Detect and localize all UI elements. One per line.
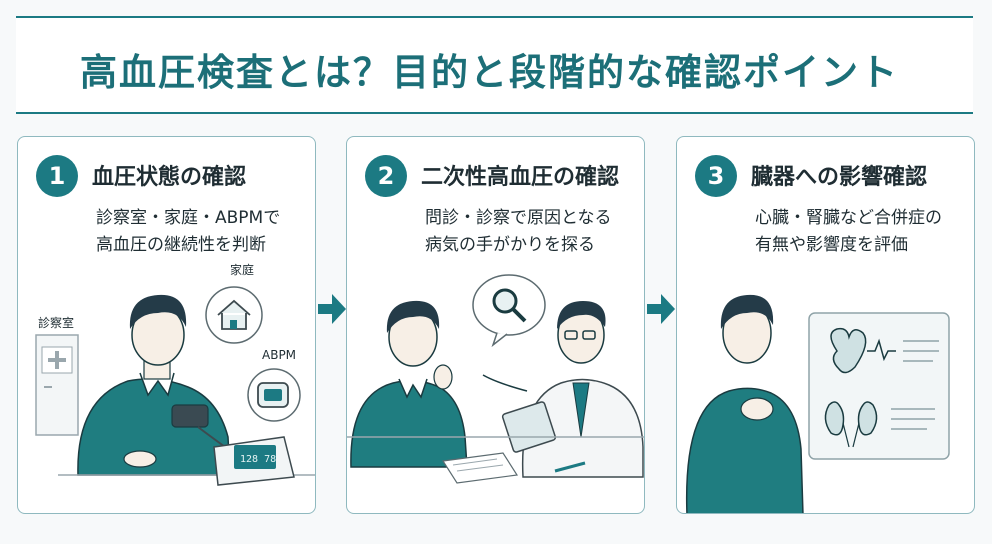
step-number-badge: 3 xyxy=(695,155,737,197)
person-hair xyxy=(129,294,187,329)
person-hair xyxy=(720,294,774,329)
step-description-line: 心臓・腎臓など合併症の xyxy=(755,208,942,228)
magnifier-handle xyxy=(511,307,527,323)
flow-arrow-icon xyxy=(647,292,677,326)
step-panel-2: 2 二次性高血圧の確認 問診・診察で原因となる 病気の手がかりを探る xyxy=(346,136,645,514)
step-description: 心臓・腎臓など合併症の 有無や影響度を評価 xyxy=(755,205,942,259)
step-number-badge: 1 xyxy=(36,155,78,197)
clinic-label: 診察室 xyxy=(38,315,74,330)
patient-hand-on-chin xyxy=(433,364,453,390)
doctor-hair xyxy=(557,301,606,329)
step-heading: 二次性高血圧の確認 xyxy=(421,165,620,190)
step-description-line: 高血圧の継続性を判断 xyxy=(96,235,266,255)
step-description-line: 診察室・家庭・ABPMで xyxy=(96,208,281,228)
hand-on-chest xyxy=(740,397,774,421)
paper-line xyxy=(456,464,504,472)
person-hand xyxy=(123,450,157,468)
organ-info-card xyxy=(808,312,950,460)
home-label: 家庭 xyxy=(230,262,254,277)
medical-cross-icon xyxy=(48,351,66,369)
heart-icon xyxy=(830,327,867,374)
kidney-icon xyxy=(857,401,878,436)
blood-pressure-measurement-illustration: 診察室 家庭 ABPM 128 78 xyxy=(35,262,315,486)
person-shirt xyxy=(685,387,804,513)
clipboard xyxy=(501,401,557,453)
step-panel-3: 3 臓器への影響確認 心臓・腎臓など合併症の 有無や影響度を評価 xyxy=(676,136,975,514)
paper-line xyxy=(452,458,498,466)
flow-arrow-icon xyxy=(318,292,348,326)
speech-bubble-tail xyxy=(491,332,508,348)
abpm-label: ABPM xyxy=(262,348,296,362)
step-panel-1: 1 血圧状態の確認 診察室・家庭・ABPMで 高血圧の継続性を判断 診察室 家庭… xyxy=(17,136,316,514)
step-description: 問診・診察で原因となる 病気の手がかりを探る xyxy=(425,205,612,259)
abpm-screen xyxy=(264,389,282,401)
doctor-gesture-arm xyxy=(482,374,528,392)
patient-collar xyxy=(398,378,428,399)
ureter-line xyxy=(852,422,860,448)
title-bar: 高血圧検査とは？目的と段階的な確認ポイント xyxy=(16,16,973,114)
step-description-line: 病気の手がかりを探る xyxy=(425,235,595,255)
magnifier-icon xyxy=(492,288,518,314)
step-description: 診察室・家庭・ABPMで 高血圧の継続性を判断 xyxy=(96,205,280,259)
ureter-line xyxy=(842,422,850,448)
doctor-tie xyxy=(572,382,590,438)
patient-hair xyxy=(386,300,440,333)
house-door xyxy=(230,320,237,329)
glasses-lens xyxy=(582,330,596,340)
kidney-icon xyxy=(824,401,845,436)
step-description-line: 問診・診察で原因となる xyxy=(425,208,612,228)
page-title: 高血圧検査とは？目的と段階的な確認ポイント xyxy=(80,51,899,94)
organ-assessment-illustration xyxy=(685,294,950,513)
consultation-illustration xyxy=(347,274,644,484)
bp-cuff xyxy=(171,404,209,428)
step-heading: 血圧状態の確認 xyxy=(92,165,247,190)
ecg-wave-icon xyxy=(867,338,896,362)
step-number-badge: 2 xyxy=(365,155,407,197)
step-description-line: 有無や影響度を評価 xyxy=(755,235,908,255)
bp-reading: 128 78 xyxy=(240,454,276,465)
pen-icon xyxy=(554,461,586,473)
bp-monitor-screen xyxy=(234,445,276,469)
step-heading: 臓器への影響確認 xyxy=(751,165,928,190)
glasses-icon xyxy=(564,330,578,340)
